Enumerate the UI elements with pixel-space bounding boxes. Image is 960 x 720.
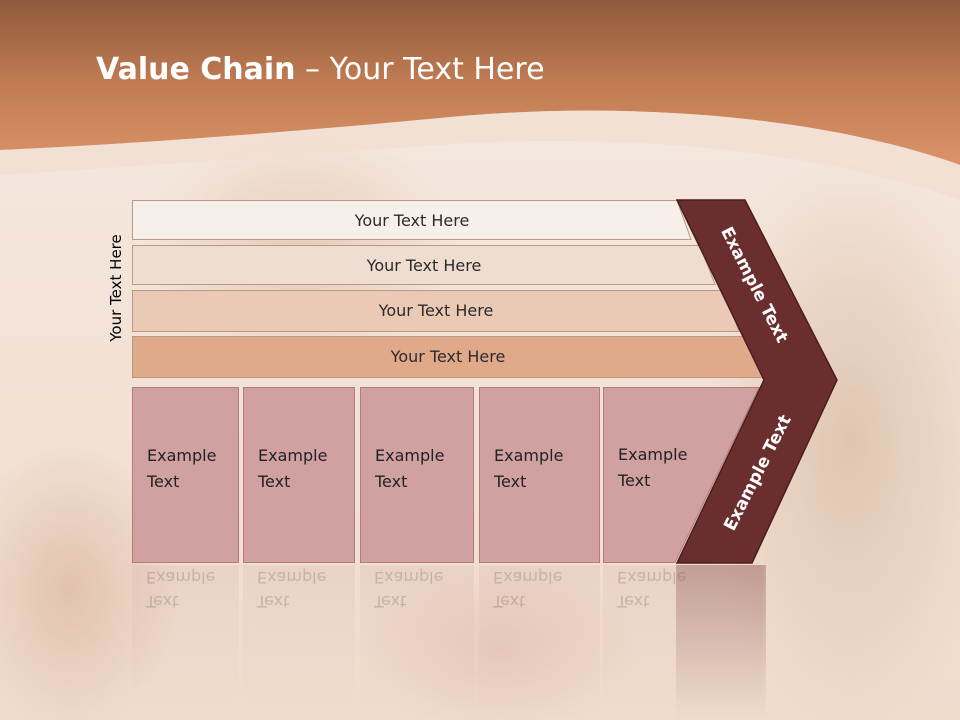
chevron-reflection [676,565,766,720]
column-5-line2: Text [618,471,651,490]
column-4-line2: Text [494,472,527,491]
bar-1-label: Your Text Here [354,210,470,230]
column-5-line1: Example [618,445,688,464]
slide-title: Value Chain – Your Text Here [96,52,545,87]
bar-1: Your Text Here [132,200,692,240]
column-5: Example Text [618,442,687,494]
column-1-line2: Text [147,472,180,491]
column-2-line1: Example [258,446,328,465]
column-2: Example Text [243,387,355,563]
column-3-line2: Text [375,472,408,491]
column-1-line1: Example [147,446,217,465]
vertical-label: Your Text Here [107,234,125,342]
background-photo-hand [360,560,640,720]
column-3: Example Text [360,387,474,563]
column-2-line2: Text [258,472,291,491]
bar-3-label: Your Text Here [378,300,494,320]
bar-2: Your Text Here [132,245,716,285]
chevron-arrow [675,199,838,564]
column-4-line1: Example [494,446,564,465]
column-3-line1: Example [375,446,445,465]
bar-2-label: Your Text Here [366,255,482,275]
column-1: Example Text [132,387,239,563]
column-5-shape [603,387,760,563]
bar-3: Your Text Here [132,290,740,332]
bar-4: Your Text Here [132,336,764,378]
bar-4-label: Your Text Here [390,346,506,366]
header-band [0,0,960,200]
column-4: Example Text [479,387,600,563]
